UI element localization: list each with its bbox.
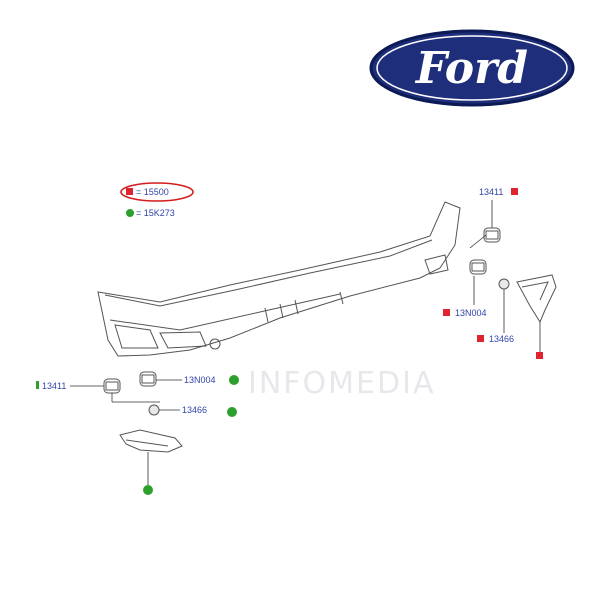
left-side-parts: 13411 13N004 13466 bbox=[36, 371, 239, 495]
left-13n004-green-circle-icon bbox=[229, 375, 239, 385]
left-reflector-lamp bbox=[119, 429, 183, 453]
left-13466-label: 13466 bbox=[182, 405, 207, 415]
right-13466-red-square-icon bbox=[477, 335, 484, 342]
right-reflector-lamp bbox=[516, 274, 557, 324]
legend-red-label: = 15500 bbox=[136, 187, 169, 197]
left-13n004-label: 13N004 bbox=[184, 375, 216, 385]
right-bulb-socket-upper bbox=[483, 227, 501, 243]
left-lamp-green-circle-icon bbox=[143, 485, 153, 495]
logo-inner-ring bbox=[376, 35, 568, 101]
right-side-parts: 13411 13N004 13466 bbox=[443, 187, 557, 359]
left-bulb bbox=[148, 404, 160, 416]
logo-text: Ford bbox=[414, 43, 528, 94]
right-lamp-red-square-icon bbox=[536, 352, 543, 359]
right-bulb bbox=[498, 278, 510, 290]
left-13411-green-marker bbox=[36, 381, 39, 389]
ford-logo: Ford bbox=[369, 29, 575, 107]
left-13411-label: 13411 bbox=[42, 381, 66, 391]
logo-oval bbox=[369, 29, 575, 107]
legend-green-label: = 15K273 bbox=[136, 208, 175, 218]
legend-green-circle-icon bbox=[126, 209, 134, 217]
right-13n004-red-square-icon bbox=[443, 309, 450, 316]
legend-red-square-icon bbox=[126, 188, 133, 195]
left-bulb-socket-1 bbox=[103, 378, 121, 394]
legend-highlight-ring bbox=[120, 182, 194, 202]
watermark-text: INFOMEDIA bbox=[248, 366, 435, 401]
right-13411-label: 13411 bbox=[479, 187, 503, 197]
right-13411-red-square-icon bbox=[511, 188, 518, 195]
legend: = 15500 = 15K273 bbox=[120, 182, 194, 218]
rear-bumper bbox=[97, 201, 461, 357]
left-bulb-socket-2 bbox=[139, 371, 157, 387]
right-bulb-socket-lower bbox=[469, 259, 487, 275]
right-13n004-label: 13N004 bbox=[455, 308, 487, 318]
left-13466-green-circle-icon bbox=[227, 407, 237, 417]
right-13466-label: 13466 bbox=[489, 334, 514, 344]
